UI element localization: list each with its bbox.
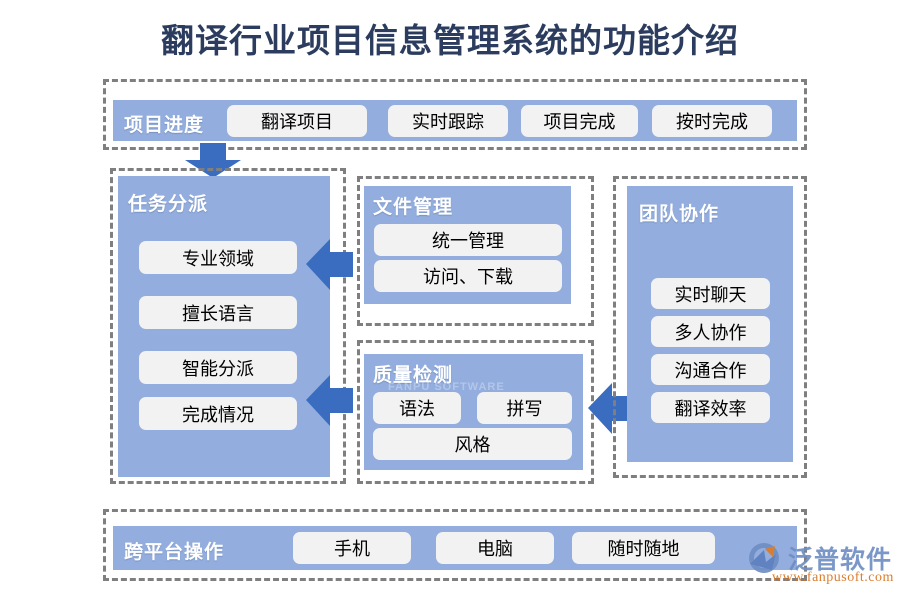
cross-platform-item-1[interactable]: 手机 <box>293 532 411 564</box>
arrow-team-to-quality <box>588 382 636 435</box>
task-group-frame <box>110 168 346 484</box>
team-group-frame <box>613 176 807 478</box>
arrow-left-icon <box>306 375 353 426</box>
quality-item-2[interactable]: 拼写 <box>477 392 572 424</box>
task-panel-label: 任务分派 <box>128 194 209 215</box>
progress-item-4[interactable]: 按时完成 <box>652 105 772 137</box>
cross-platform-item-2[interactable]: 电脑 <box>436 532 554 564</box>
quality-item-3[interactable]: 风格 <box>373 428 572 460</box>
quality-item-1[interactable]: 语法 <box>373 392 461 424</box>
progress-item-1[interactable]: 翻译项目 <box>227 105 367 137</box>
watermark-logo: 泛普软件 www.fanpusoft.com <box>742 536 894 594</box>
page-title: 翻译行业项目信息管理系统的功能介绍 <box>161 22 739 59</box>
team-item-2[interactable]: 多人协作 <box>651 316 770 347</box>
arrow-down-icon <box>185 143 241 178</box>
task-item-4[interactable]: 完成情况 <box>139 397 297 430</box>
watermark-url: www.fanpusoft.com <box>772 570 894 585</box>
file-item-1[interactable]: 统一管理 <box>374 224 562 256</box>
cross-platform-item-3[interactable]: 随时随地 <box>572 532 715 564</box>
task-item-1[interactable]: 专业领域 <box>139 241 297 274</box>
watermark-brand: 泛普软件 <box>788 546 893 574</box>
task-item-2[interactable]: 擅长语言 <box>139 296 297 329</box>
team-item-3[interactable]: 沟通合作 <box>651 354 770 385</box>
progress-group-frame <box>103 79 807 150</box>
arrow-progress-to-task <box>184 143 242 179</box>
task-item-3[interactable]: 智能分派 <box>139 351 297 384</box>
file-panel-label: 文件管理 <box>373 197 454 218</box>
team-item-4[interactable]: 翻译效率 <box>651 392 770 423</box>
progress-item-3[interactable]: 项目完成 <box>521 105 638 137</box>
file-item-2[interactable]: 访问、下载 <box>374 260 562 292</box>
arrow-left-icon <box>588 383 635 434</box>
cross-platform-panel-label: 跨平台操作 <box>124 542 225 563</box>
progress-item-2[interactable]: 实时跟踪 <box>388 105 508 137</box>
cross-platform-group-frame <box>103 509 807 581</box>
team-panel-label: 团队协作 <box>639 204 720 225</box>
quality-panel-label: 质量检测 <box>373 365 454 386</box>
progress-panel-label: 项目进度 <box>124 115 205 136</box>
fanpu-logo-icon <box>749 543 779 573</box>
arrow-file-to-task <box>306 238 354 291</box>
file-group-frame <box>357 176 594 326</box>
team-item-1[interactable]: 实时聊天 <box>651 278 770 309</box>
arrow-left-icon <box>306 239 353 290</box>
arrow-quality-to-task <box>306 374 354 427</box>
